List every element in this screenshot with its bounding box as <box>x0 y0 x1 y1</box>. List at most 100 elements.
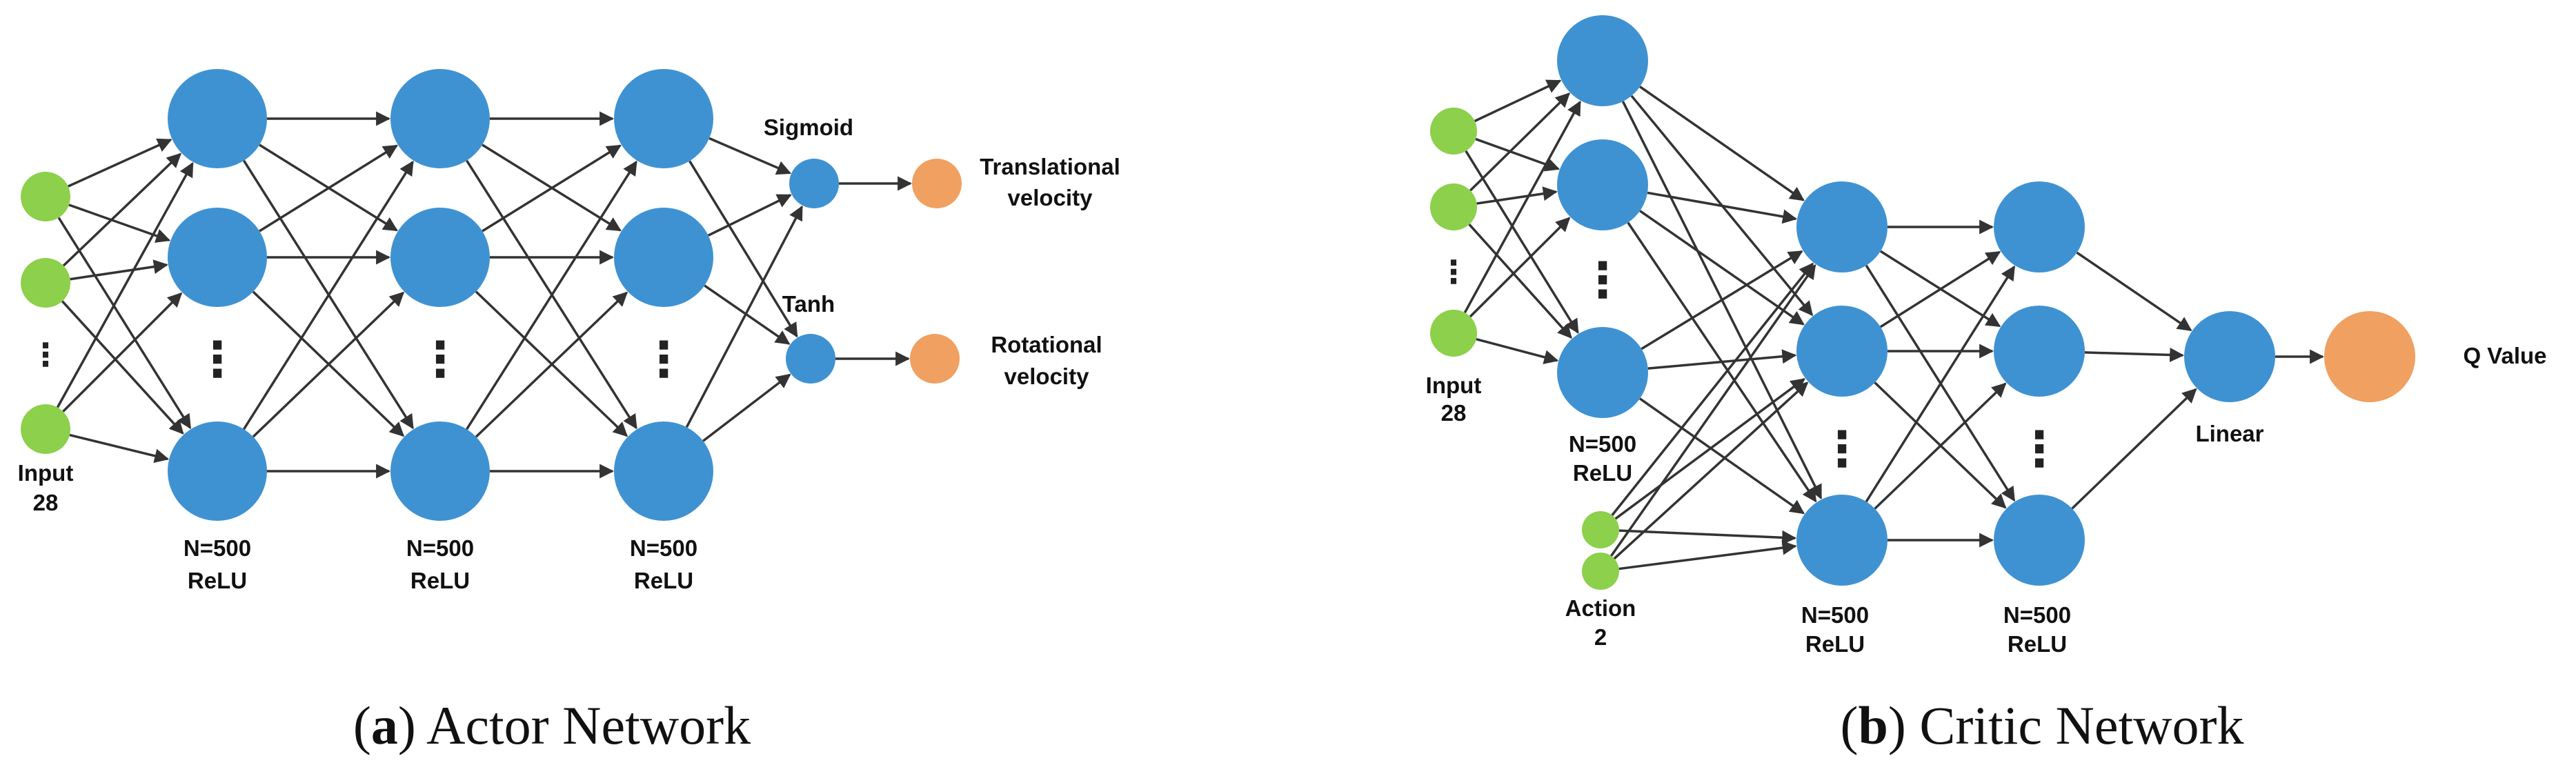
critic-l3-linear-edge-0-0 <box>2076 251 2192 332</box>
critic-caption: (b) Critic Network <box>1841 695 2244 755</box>
critic-layer1-label-line1: N=500 <box>1569 431 1636 457</box>
critic-edges <box>1463 79 2325 570</box>
actor-sigmoid-node <box>789 159 839 208</box>
actor-l2-l3-edge-1-0 <box>482 144 622 232</box>
actor-input-l1-edge-0-0 <box>68 138 172 188</box>
critic-l2-l3-edge-2-0 <box>1865 265 2016 503</box>
critic-l1-l2-edge-0-0 <box>1639 86 1805 201</box>
actor-l1-l2-edge-1-0 <box>259 144 398 232</box>
critic-l1-l2-edge-2-2 <box>1639 397 1805 515</box>
actor-caption: (a) Actor Network <box>353 695 751 755</box>
critic-input-l1-edge-1-2 <box>1468 224 1572 339</box>
actor-l2-l3-edge-2-1 <box>475 291 628 438</box>
critic-action-l2-edge-1-2 <box>1618 540 1797 570</box>
actor-caption-text: Actor Network <box>426 695 751 755</box>
actor-input-node-2 <box>21 404 70 454</box>
actor-input-ellipsis: ⋮ <box>30 336 61 373</box>
critic-input-l1-edge-2-0 <box>1463 100 1581 314</box>
critic-input-l1-edge-0-2 <box>1465 150 1579 334</box>
critic-q-value-node <box>2324 311 2415 402</box>
critic-l3-linear-edge-2-0 <box>2071 388 2197 510</box>
critic-layer3-node-2 <box>1994 495 2085 586</box>
critic-action-l2-edge-0-0 <box>1611 262 1814 516</box>
critic-q-value-label: Q Value <box>2463 343 2546 368</box>
critic-layer1-ellipsis: ⋮ <box>1578 252 1627 308</box>
critic-layer2-label-line2: ReLU <box>1805 631 1865 657</box>
critic-caption-open-paren: ( <box>1841 695 1859 755</box>
actor-layer2-ellipsis: ⋮ <box>416 331 464 388</box>
actor-layer1-node-2 <box>168 421 267 521</box>
critic-layer1-node-2 <box>1557 327 1648 418</box>
critic-caption-text: Critic Network <box>1919 695 2243 755</box>
critic-action-l2-edge-0-2 <box>1618 529 1797 545</box>
critic-action-label-line2: 2 <box>1594 624 1607 650</box>
critic-layer3-node-1 <box>1994 306 2085 397</box>
critic-layer2-node-0 <box>1796 181 1888 272</box>
actor-layer1-label-line2: ReLU <box>188 568 247 593</box>
actor-input-node-1 <box>21 258 70 308</box>
critic-layer1-label-line2: ReLU <box>1573 460 1632 486</box>
actor-input-l1-edge-1-1 <box>70 259 168 281</box>
actor-layer2-node-0 <box>390 69 490 168</box>
critic-l3-linear-edge-1-0 <box>2084 347 2185 362</box>
critic-layer2-ellipsis: ⋮ <box>1818 421 1866 477</box>
critic-network-diagram: ⋮ ⋮ ⋮ ⋮ Input 28 N=500 ReLU Action 2 N=5… <box>1426 15 2547 755</box>
critic-action-node-1 <box>1582 553 1619 590</box>
critic-action-l2-edge-1-1 <box>1613 381 1809 560</box>
critic-input-l1-edge-2-1 <box>1469 217 1571 318</box>
actor-nodes <box>21 69 962 521</box>
actor-l3-out-edge-2-1 <box>702 373 791 442</box>
actor-l3-out-edge-0-0 <box>709 137 792 175</box>
critic-nodes <box>1430 15 2415 590</box>
actor-layer1-ellipsis: ⋮ <box>193 331 241 388</box>
critic-linear-node <box>2184 311 2275 402</box>
actor-l3-out-edge-0-1 <box>688 160 798 338</box>
critic-action-label-line1: Action <box>1565 595 1636 621</box>
critic-input-node-0 <box>1430 108 1477 155</box>
actor-network-diagram: ⋮ ⋮ ⋮ ⋮ Input 28 N=500 ReLU N=500 ReLU N… <box>18 69 1120 755</box>
actor-layer3-ellipsis: ⋮ <box>640 331 688 388</box>
actor-layer3-label-line2: ReLU <box>634 568 693 593</box>
actor-caption-open-paren: ( <box>353 695 371 755</box>
actor-layer1-node-0 <box>168 69 267 168</box>
critic-l1-l2-edge-1-1 <box>1639 210 1805 326</box>
critic-input-label-line1: Input <box>1426 373 1482 398</box>
actor-layer2-label-line1: N=500 <box>406 535 474 561</box>
critic-caption-letter: b <box>1859 695 1888 755</box>
critic-layer3-label-line2: ReLU <box>2008 631 2067 657</box>
actor-input-l1-edge-2-0 <box>56 161 194 408</box>
critic-input-label-line2: 28 <box>1441 400 1467 426</box>
actor-layer1-label-line1: N=500 <box>184 535 251 561</box>
actor-output2-label-line1: Rotational <box>991 332 1102 357</box>
critic-layer2-label-line1: N=500 <box>1801 602 1869 628</box>
actor-l2-l3-edge-2-0 <box>466 160 637 430</box>
critic-input-l1-edge-2-2 <box>1476 337 1559 364</box>
critic-l2-l3-edge-2-1 <box>1874 382 2007 510</box>
critic-l1-l2-edge-2-1 <box>1647 349 1797 370</box>
critic-input-l1-edge-0-0 <box>1474 79 1562 123</box>
actor-input-l1-edge-1-2 <box>61 300 184 435</box>
actor-l3-out-edge-2-0 <box>685 205 803 428</box>
critic-layer2-node-2 <box>1796 495 1888 586</box>
critic-action-node-0 <box>1582 511 1619 548</box>
actor-input-label-line1: Input <box>18 460 74 486</box>
actor-output1-label-line1: Translational <box>980 154 1120 179</box>
actor-input-label-line2: 28 <box>33 490 59 515</box>
actor-l1-l2-edge-2-1 <box>252 291 405 438</box>
critic-layer3-ellipsis: ⋮ <box>2015 421 2063 477</box>
actor-input-l1-edge-2-2 <box>69 433 170 464</box>
critic-input-ellipsis: ⋮ <box>1438 253 1469 290</box>
actor-tanh-node <box>786 334 835 384</box>
critic-input-l1-edge-0-1 <box>1475 137 1561 172</box>
critic-layer2-node-1 <box>1796 306 1888 397</box>
critic-action-l2-edge-0-1 <box>1614 378 1806 520</box>
actor-translational-output-node <box>912 159 962 208</box>
critic-layer3-node-0 <box>1994 181 2085 272</box>
actor-output1-label-line2: velocity <box>1008 185 1093 210</box>
critic-layer1-node-0 <box>1557 15 1648 106</box>
actor-layer3-node-0 <box>614 69 713 168</box>
actor-l1-l2-edge-2-0 <box>242 160 414 430</box>
actor-layer3-node-2 <box>614 421 713 521</box>
critic-input-node-1 <box>1430 183 1477 230</box>
